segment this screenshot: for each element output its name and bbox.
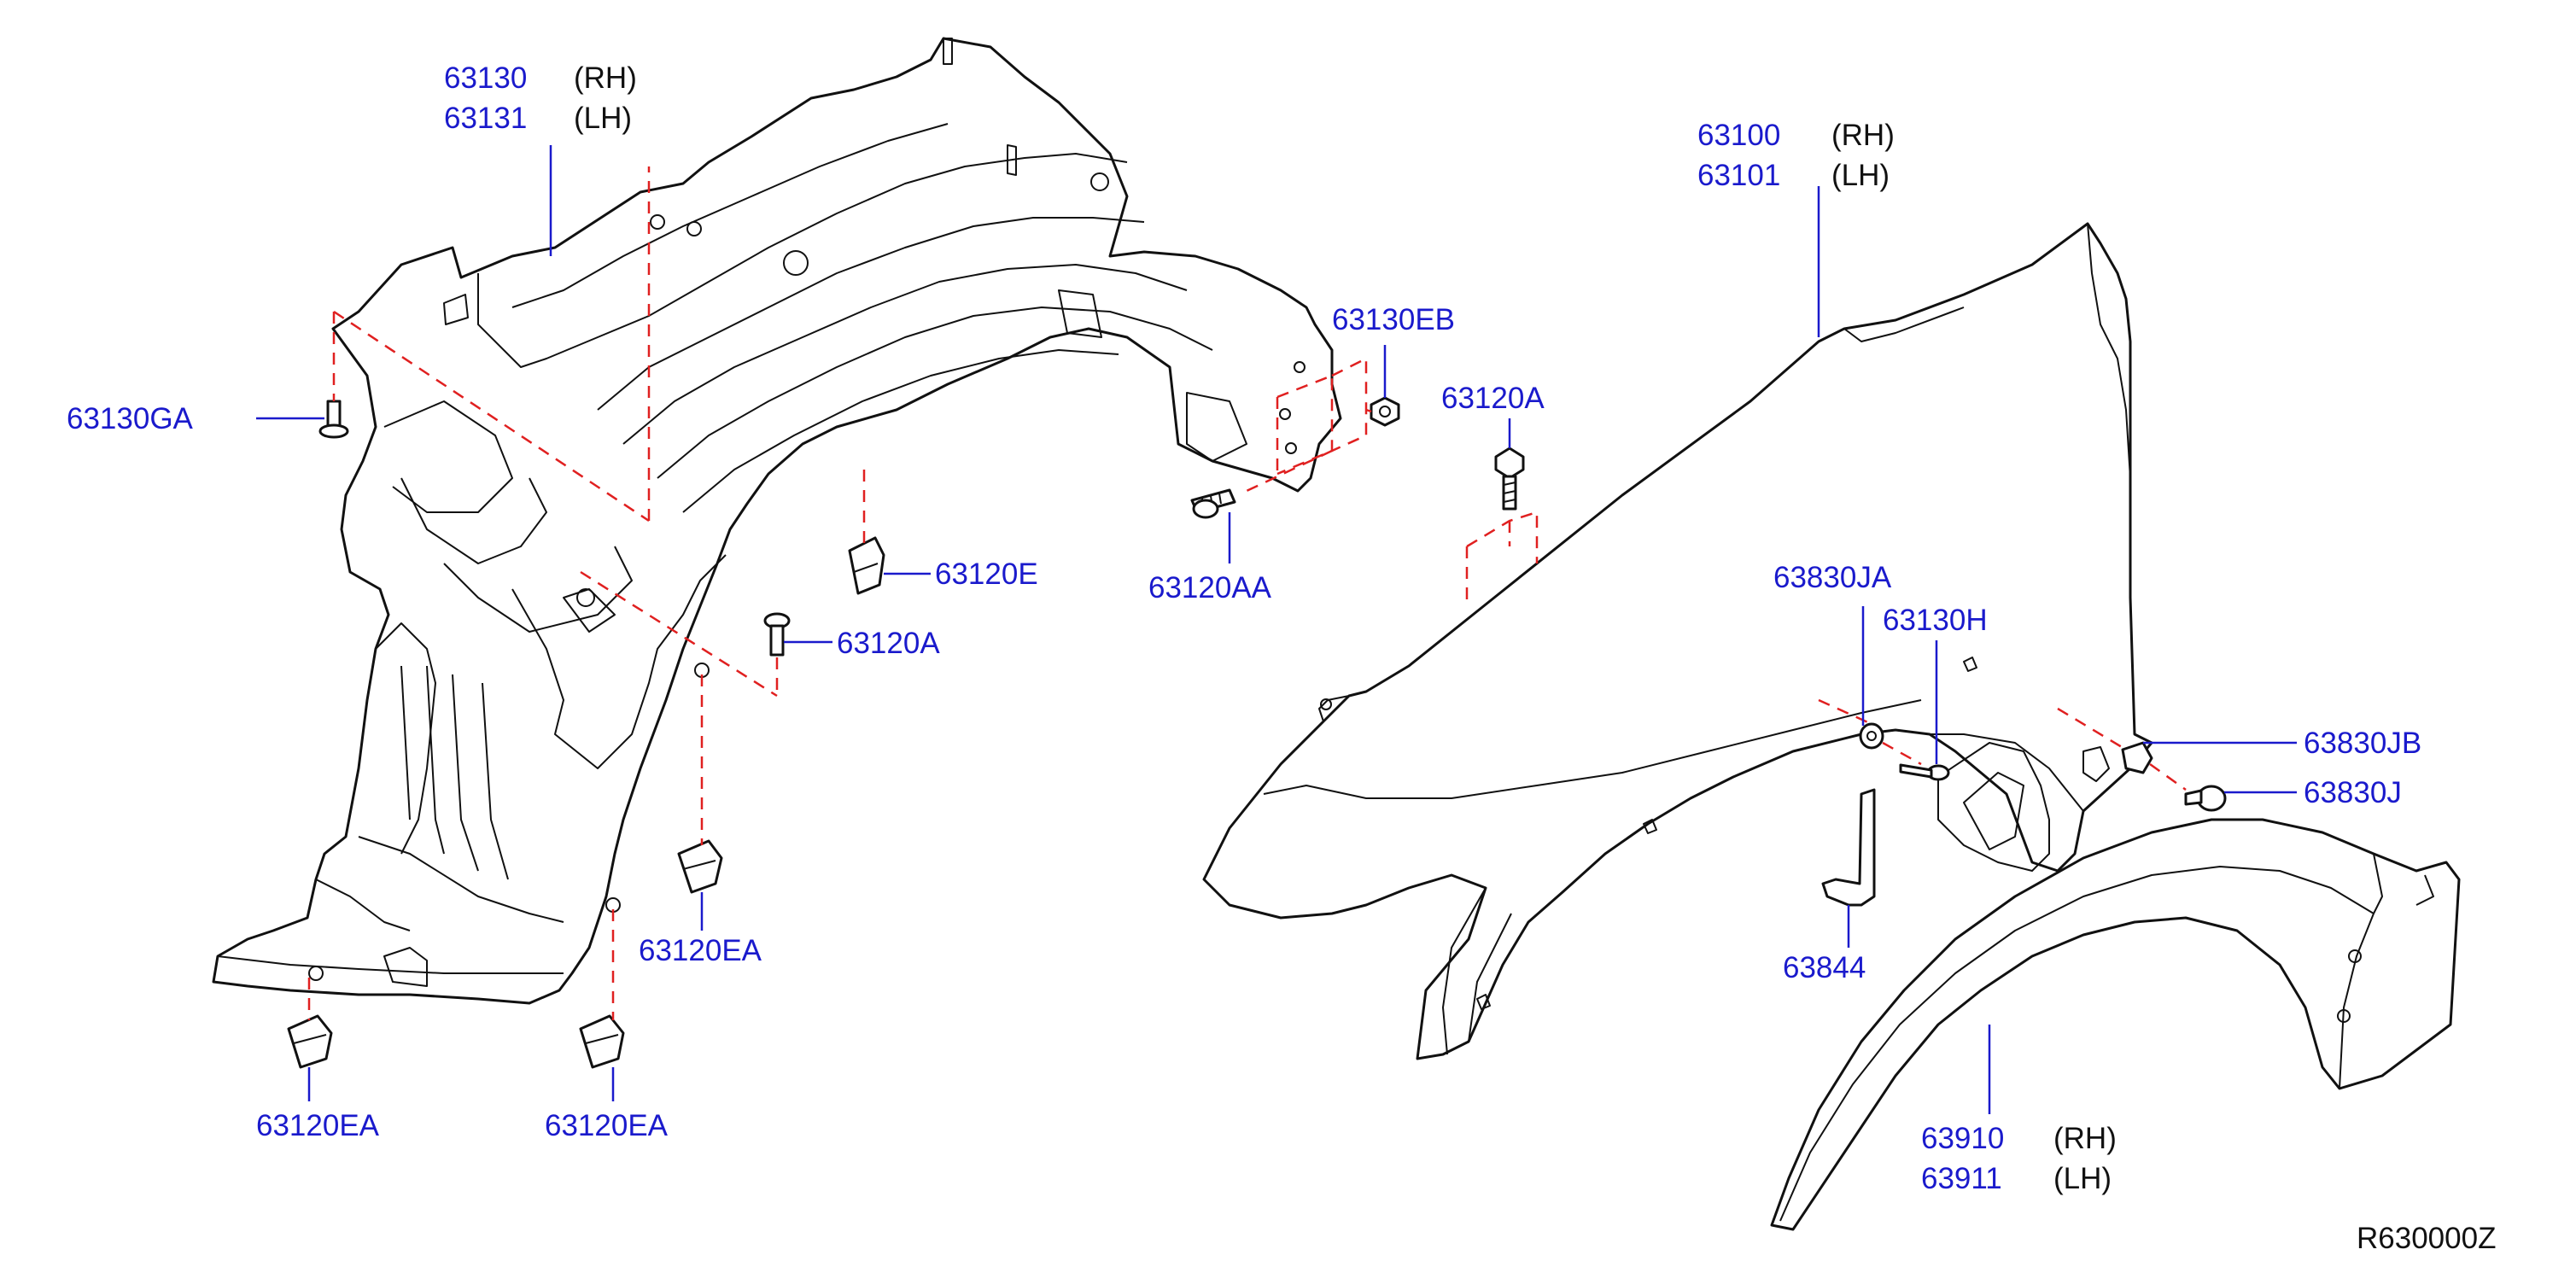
label-63120EA-left: 63120EA <box>256 1109 380 1142</box>
label-63120A-top: 63120A <box>1441 382 1545 415</box>
fastener-63120AA-bolt <box>1190 488 1236 519</box>
label-63131: 63131 <box>444 102 527 135</box>
assembly-dashed-lines <box>307 166 2187 1020</box>
label-63100-side: (RH) <box>1831 119 1895 152</box>
wheel-arch-molding-drawing <box>1770 818 2461 1231</box>
label-63844: 63844 <box>1783 951 1866 984</box>
label-63120E: 63120E <box>935 558 1038 591</box>
label-63130GA: 63130GA <box>67 402 194 435</box>
clip-63830J <box>2184 785 2227 812</box>
fender-liner-drawing <box>212 37 1342 1005</box>
label-63131-side: (LH) <box>574 102 632 135</box>
part-labels: 63130 (RH) 63131 (LH) 63130GA 63130EB 63… <box>67 61 2496 1255</box>
fastener-63120A-bolt-mid <box>763 612 791 657</box>
label-63120A-mid: 63120A <box>837 627 940 660</box>
clip-63120EA-mid <box>677 839 723 894</box>
label-63911-side: (LH) <box>2053 1162 2112 1195</box>
fender-panel-drawing <box>1202 222 2153 1060</box>
label-63830JA: 63830JA <box>1773 561 1892 594</box>
label-63911: 63911 <box>1921 1162 2002 1195</box>
bolt-63120A-top <box>1494 447 1525 511</box>
label-63120EA-center: 63120EA <box>545 1109 669 1142</box>
clip-63120EA-left <box>287 1014 333 1069</box>
fastener-63130EB-nut <box>1370 396 1400 427</box>
label-63130H: 63130H <box>1883 604 1988 637</box>
label-63910: 63910 <box>1921 1122 2004 1155</box>
label-63100: 63100 <box>1697 119 1780 152</box>
label-63101: 63101 <box>1697 159 1780 192</box>
protector-63844 <box>1821 788 1876 907</box>
screw-63130H <box>1899 763 1950 781</box>
label-63101-side: (LH) <box>1831 159 1890 192</box>
label-63130EB: 63130EB <box>1332 303 1455 336</box>
diagram-reference-code: R630000Z <box>2357 1222 2496 1255</box>
label-63120AA: 63120AA <box>1148 571 1272 604</box>
leader-lines <box>256 145 2297 1114</box>
clip-63120E <box>848 536 885 595</box>
label-63130-side: (RH) <box>574 61 637 95</box>
fastener-63130GA <box>318 400 349 439</box>
label-63130: 63130 <box>444 61 527 95</box>
label-63830J: 63830J <box>2304 776 2402 809</box>
label-63910-side: (RH) <box>2053 1122 2117 1155</box>
label-63120EA-mid: 63120EA <box>639 934 762 967</box>
grommet-63830JB <box>2121 741 2153 774</box>
clip-63120EA-center <box>579 1014 625 1069</box>
clip-63830JA <box>1859 722 1884 750</box>
label-63830JB: 63830JB <box>2304 727 2421 760</box>
